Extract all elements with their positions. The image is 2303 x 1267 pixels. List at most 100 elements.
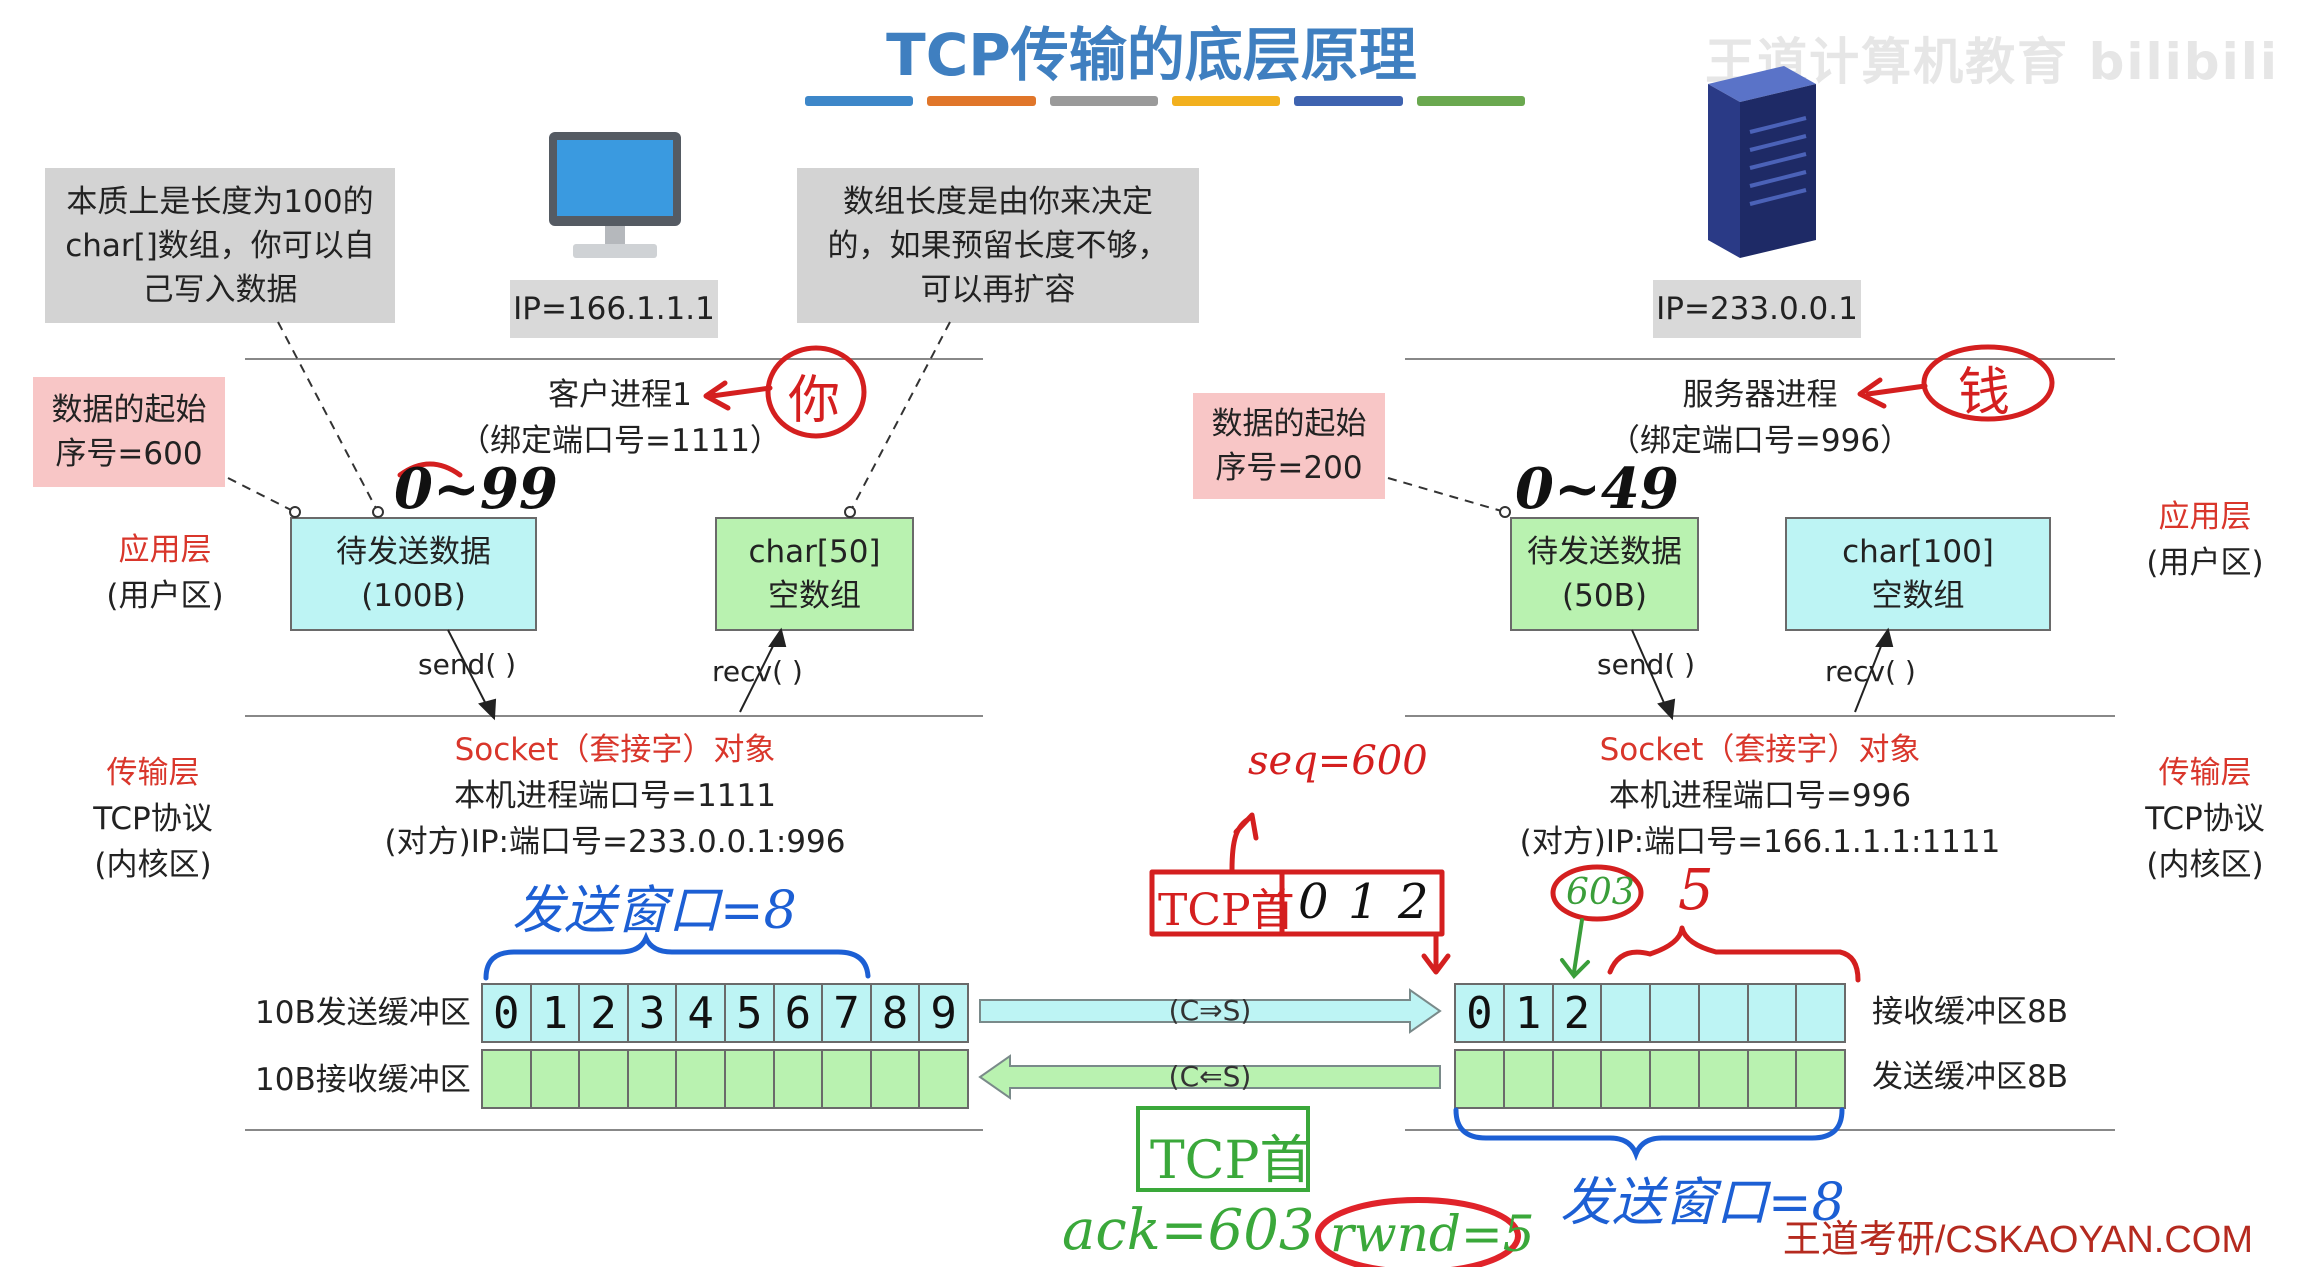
divider-client-top <box>245 358 983 360</box>
buffer-cell <box>823 1051 872 1107</box>
handwriting-client-range: 0~99 <box>394 456 558 522</box>
buffer-cell: 4 <box>677 985 726 1041</box>
client-socket: Socket（套接字）对象 本机进程端口号=1111 (对方)IP:端口号=23… <box>355 727 875 865</box>
buffer-cell: 5 <box>726 985 775 1041</box>
client-recv-buffer-label: 10B接收缓冲区 <box>255 1062 471 1098</box>
dash-seq-to-send-right <box>1387 477 1506 513</box>
green-tcp-head-box <box>1136 1106 1310 1192</box>
buffer-cell <box>580 1051 629 1107</box>
server-process: 服务器进程 （绑定端口号=996） <box>1590 372 1930 464</box>
layer-sub: (用户区) <box>2146 545 2264 581</box>
pointer-dot <box>289 506 301 518</box>
box-line: (50B) <box>1562 578 1647 614</box>
dash-seq-to-send-left <box>227 477 296 513</box>
title-bar-5 <box>1294 96 1403 106</box>
money-circle <box>1921 344 2055 422</box>
server-ip: IP=233.0.0.1 <box>1653 280 1861 338</box>
c-to-s-label: (C⇒S) <box>1168 994 1252 1027</box>
server-send-fn: send( ) <box>1597 648 1696 681</box>
recv-arrowhead <box>768 627 787 647</box>
layer-app-left: 应用层 (用户区) <box>75 527 255 619</box>
layer-sub: (用户区) <box>106 578 224 614</box>
box-line: (100B) <box>361 578 466 614</box>
s-to-c-arrow <box>978 1054 1441 1100</box>
pointer-dot <box>372 506 384 518</box>
computer-icon <box>549 132 681 258</box>
handwriting-server-window: 发送窗口=8 <box>1560 1173 1845 1233</box>
rwnd-circle <box>1315 1197 1521 1267</box>
handwriting-green-tcp-head: TCP首 <box>1150 1131 1312 1191</box>
divider-server-top <box>1405 358 2115 360</box>
buffer-cell: 1 <box>1505 985 1554 1041</box>
buffer-cell <box>532 1051 581 1107</box>
server-icon <box>1708 66 1816 258</box>
server-window-bracket <box>1453 1107 1845 1162</box>
layer-sub: (内核区) <box>2146 847 2264 883</box>
layer-transport-right: 传输层 TCP协议 (内核区) <box>2115 750 2295 888</box>
dash-note-to-send <box>277 321 379 513</box>
buffer-cell: 0 <box>1456 985 1505 1041</box>
socket-remote: (对方)IP:端口号=233.0.0.1:996 <box>384 824 846 860</box>
client-process: 客户进程1 （绑定端口号=1111） <box>450 372 790 464</box>
buffer-cell: 1 <box>532 985 581 1041</box>
title-bar-3 <box>1049 96 1158 106</box>
note-line: 数组长度是由你来决定 <box>843 183 1153 220</box>
socket-local-port: 本机进程端口号=996 <box>1608 778 1912 814</box>
layer-name: 应用层 <box>118 532 212 568</box>
client-ip: IP=166.1.1.1 <box>510 280 718 338</box>
box-line: 待发送数据 <box>336 534 491 570</box>
layer-name: 应用层 <box>2158 499 2252 535</box>
recv-window-bracket <box>1607 925 1861 983</box>
buffer-cell: 2 <box>580 985 629 1041</box>
box-line: char[50] <box>748 534 881 570</box>
s-to-c-label: (C⇐S) <box>1168 1060 1252 1093</box>
layer-transport-left: 传输层 TCP协议 (内核区) <box>63 750 243 888</box>
server-send-data-box: 待发送数据 (50B) <box>1510 517 1699 631</box>
buffer-cell <box>1700 1051 1749 1107</box>
socket-local-port: 本机进程端口号=1111 <box>454 778 776 814</box>
buffer-cell <box>775 1051 824 1107</box>
note-client-start-seq: 数据的起始 序号=600 <box>33 377 225 487</box>
buffer-cell <box>1749 1051 1798 1107</box>
buffer-cell <box>1554 1051 1603 1107</box>
buffer-cell <box>677 1051 726 1107</box>
client-send-data-box: 待发送数据 (100B) <box>290 517 537 631</box>
note-line: 己写入数据 <box>142 271 298 308</box>
note-line: char[]数组，你可以自 <box>65 227 375 264</box>
buffer-cell: 0 <box>483 985 532 1041</box>
buffer-cell: 2 <box>1554 985 1603 1041</box>
buffer-cell <box>1700 985 1749 1041</box>
client-recv-buffer <box>481 1049 969 1109</box>
title-bar-4 <box>1171 96 1281 106</box>
box-line: 空数组 <box>1871 578 1965 614</box>
socket-title: Socket（套接字）对象 <box>1599 732 1921 768</box>
you-arrow <box>703 380 773 411</box>
handwriting-red-cell-2: 2 <box>1398 874 1429 930</box>
handwriting-rwnd: rwnd=5 <box>1330 1205 1535 1263</box>
handwriting-money: 钱 <box>1958 363 2011 423</box>
server-send-buffer-label: 发送缓冲区8B <box>1872 1059 2068 1095</box>
buffer-cell: 8 <box>872 985 921 1041</box>
handwriting-you: 你 <box>788 371 841 431</box>
money-arrow <box>1857 377 1928 409</box>
you-circle <box>765 345 867 439</box>
title-bar-1 <box>805 96 914 106</box>
recv-arrowhead <box>1875 627 1894 647</box>
footer-brand: 王道考研/CSKAOYAN.COM <box>1782 1219 2253 1261</box>
socket-remote: (对方)IP:端口号=166.1.1.1:1111 <box>1519 824 2001 860</box>
divider-server-mid <box>1405 715 2115 717</box>
divider-server-bottom <box>1405 1129 2115 1131</box>
server-recv-array-box: char[100] 空数组 <box>1785 517 2051 631</box>
note-line: 序号=600 <box>55 436 203 472</box>
box-line: 空数组 <box>768 578 861 614</box>
client-window-bracket <box>483 931 871 981</box>
pointer-dot <box>1499 506 1511 518</box>
handwriting-seq: seq=600 <box>1248 738 1428 784</box>
handwriting-five: 5 <box>1678 858 1714 923</box>
send-arrowhead <box>478 698 497 721</box>
buffer-cell <box>1505 1051 1554 1107</box>
box-line: 待发送数据 <box>1527 534 1682 570</box>
title-underline-bars <box>805 96 1525 106</box>
